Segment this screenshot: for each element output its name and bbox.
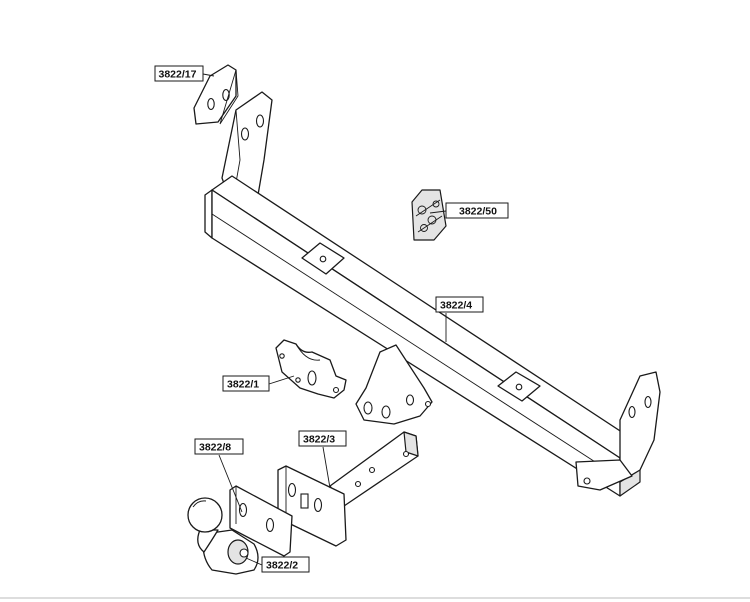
label-3822-8: 3822/8 xyxy=(194,438,244,455)
label-3822-50: 3822/50 xyxy=(445,202,509,219)
label-3822-8-text: 3822/8 xyxy=(199,442,231,454)
label-3822-17: 3822/17 xyxy=(154,65,204,82)
mounting-bracket xyxy=(275,339,347,399)
label-3822-17-text: 3822/17 xyxy=(159,69,197,81)
neck-plate-assembly xyxy=(277,431,419,547)
label-3822-3-text: 3822/3 xyxy=(303,434,335,446)
label-3822-4-text: 3822/4 xyxy=(440,300,472,312)
label-3822-3: 3822/3 xyxy=(298,430,347,447)
label-3822-4: 3822/4 xyxy=(435,296,484,313)
label-3822-50-text: 3822/50 xyxy=(459,206,497,218)
label-3822-1-text: 3822/1 xyxy=(227,379,259,391)
leader-lines xyxy=(202,73,447,566)
tow-ball xyxy=(187,497,259,575)
label-3822-2-text: 3822/2 xyxy=(266,560,298,572)
spacer-plate xyxy=(229,485,293,557)
bolt-kit-bag xyxy=(411,189,447,241)
label-3822-2: 3822/2 xyxy=(261,556,310,573)
label-3822-1: 3822/1 xyxy=(222,375,270,392)
crossbar-assembly xyxy=(204,91,661,497)
shim-plate xyxy=(193,64,239,125)
